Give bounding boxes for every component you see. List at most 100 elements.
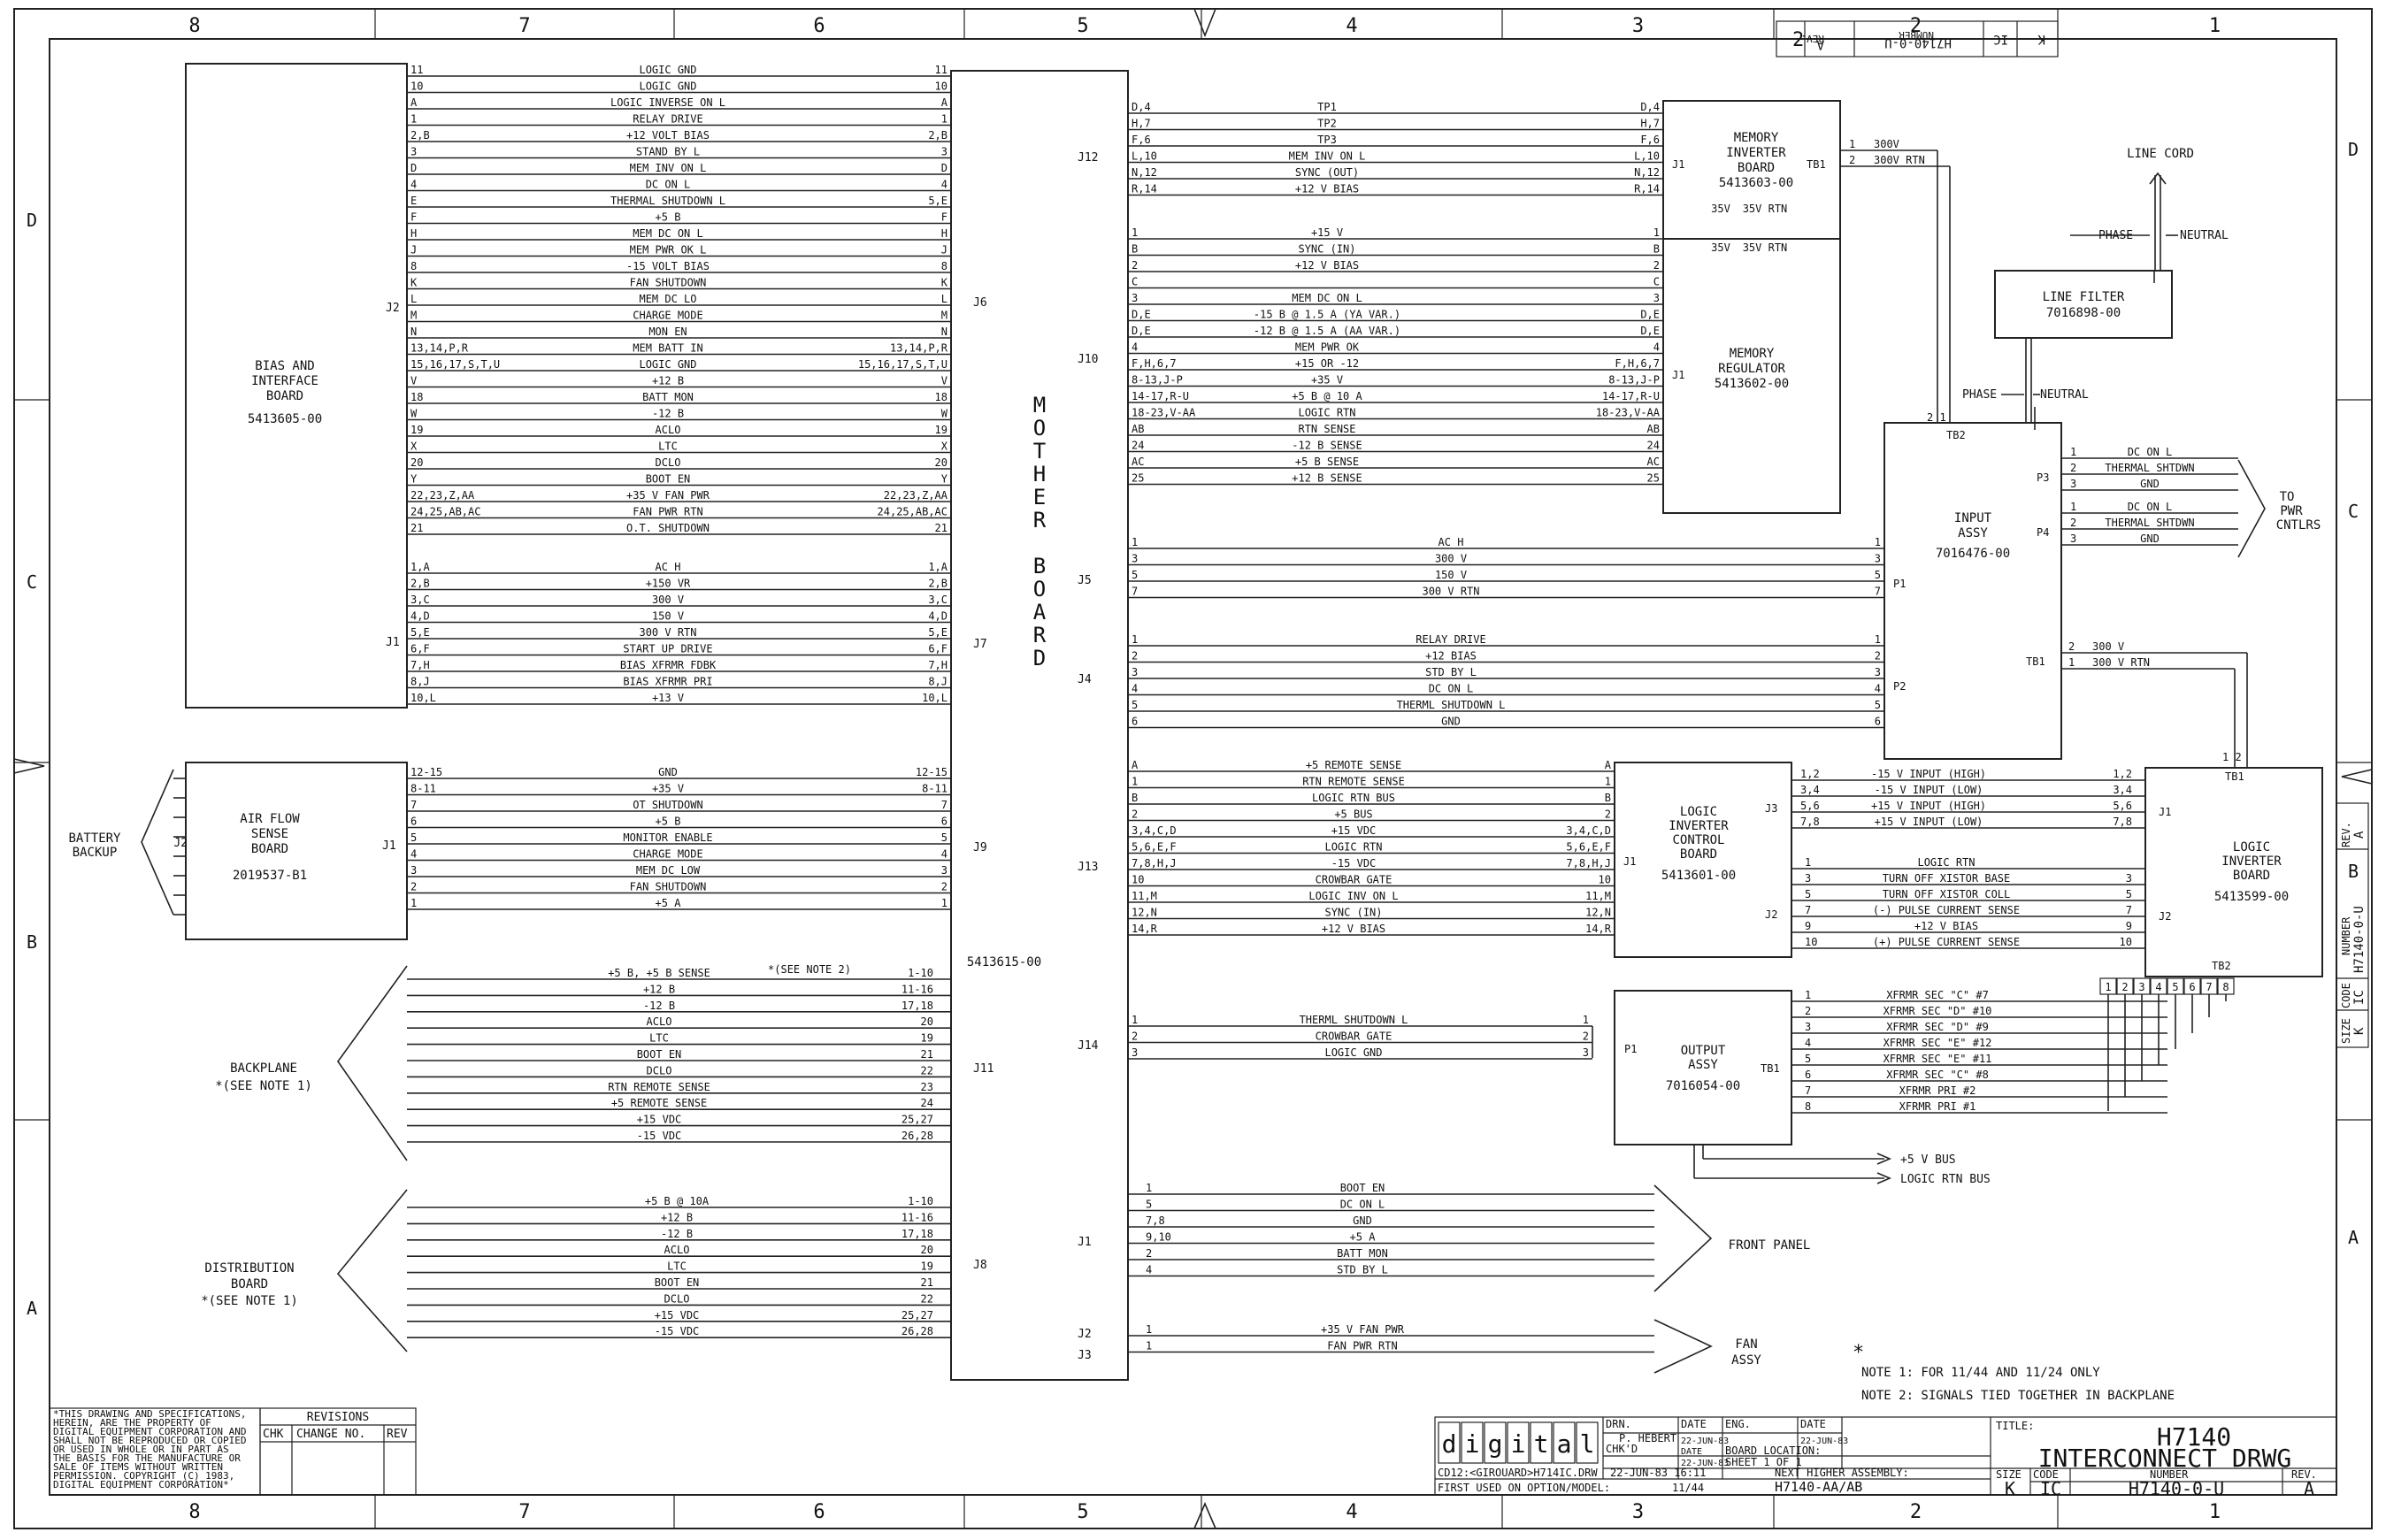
airflow-board-line: SENSE bbox=[251, 827, 288, 841]
bias-board-line: BIAS AND bbox=[255, 359, 314, 373]
signal-name: FAN PWR RTN bbox=[1327, 1340, 1397, 1352]
airflow-board-part: 2019537-B1 bbox=[233, 869, 307, 883]
file-date: 22-JUN-83 16:11 bbox=[1610, 1467, 1706, 1479]
signal-name: 35V bbox=[1711, 203, 1730, 215]
pin-number: 1 bbox=[941, 113, 947, 126]
signal-name: +5 REMOTE SENSE bbox=[1306, 759, 1401, 771]
pin-number: 1 bbox=[1875, 633, 1881, 646]
note-1: NOTE 1: FOR 11/44 AND 11/24 ONLY bbox=[1861, 1366, 2100, 1380]
pin-number: 3 bbox=[941, 864, 947, 877]
pin-number: 3 bbox=[1653, 292, 1660, 304]
drn-label: DRN. bbox=[1606, 1418, 1631, 1430]
signal-name: DC ON L bbox=[2128, 446, 2173, 458]
pin-number: Y bbox=[410, 473, 418, 486]
fan-bracket bbox=[1653, 1319, 1713, 1374]
signal-name: -15 VOLT BIAS bbox=[626, 260, 710, 272]
distribution-note: *(SEE NOTE 1) bbox=[201, 1294, 298, 1308]
bias-board-line: INTERFACE bbox=[251, 374, 318, 388]
pin-number: 10 bbox=[1805, 936, 1817, 948]
signal-name: -15 V INPUT (LOW) bbox=[1875, 784, 1983, 796]
signal-name: ACLO bbox=[664, 1244, 690, 1256]
connector-label: J11 bbox=[973, 1062, 994, 1076]
signal-name: GND bbox=[1441, 716, 1461, 728]
zone-side-label: B bbox=[27, 931, 37, 953]
revisions-label: REVISIONS bbox=[307, 1411, 369, 1424]
pin-number: 6,F bbox=[410, 643, 430, 655]
note-ref: *(SEE NOTE 2) bbox=[768, 963, 851, 976]
pin-number: 3,4 bbox=[2113, 784, 2132, 796]
pin-number: 7,8,H,J bbox=[1566, 857, 1611, 870]
meminv-line: MEMORY bbox=[1734, 131, 1779, 145]
signal-name: +5 B bbox=[656, 816, 681, 828]
signal-name: -15 V INPUT (HIGH) bbox=[1871, 768, 1986, 780]
pin-number: 1,2 bbox=[1800, 768, 1820, 780]
pin-number: 24 bbox=[1132, 440, 1144, 452]
top-number-value: H7140-0-U bbox=[1884, 35, 1952, 50]
signal-name: RTN SENSE bbox=[1298, 423, 1355, 435]
signal-name: +35 V FAN PWR bbox=[626, 489, 710, 502]
signal-name: BATT MON bbox=[642, 391, 694, 403]
pwr-label: TO bbox=[2280, 490, 2295, 504]
pin-number: 3,C bbox=[410, 594, 430, 606]
signal-name: ACLO bbox=[656, 424, 681, 436]
memreg-part: 5413602-00 bbox=[1715, 377, 1789, 391]
mother-board-letter: R bbox=[1033, 623, 1047, 647]
signal-name: MEM INV ON L bbox=[630, 162, 707, 174]
pin-number: 7 bbox=[1805, 1084, 1811, 1097]
connector-label: P4 bbox=[2037, 526, 2049, 539]
signal-name: LTC bbox=[658, 441, 678, 453]
signal-name: +12 V BIAS bbox=[1295, 183, 1359, 195]
pin-number: 12,N bbox=[1585, 907, 1611, 919]
signal-name: CROWBAR GATE bbox=[1316, 1030, 1392, 1043]
signal-name: -15 VDC bbox=[1331, 857, 1377, 870]
signal-name: THERMAL SHTDWN bbox=[2105, 517, 2194, 529]
pin-number: F,6 bbox=[1132, 134, 1151, 146]
pin-number: 19 bbox=[935, 424, 947, 436]
pin-number: D,4 bbox=[1132, 101, 1151, 113]
pin-number: 9,10 bbox=[1146, 1231, 1171, 1244]
logo-letter: d bbox=[1442, 1429, 1457, 1459]
pin-number: W bbox=[410, 408, 418, 420]
signal-name: THERML SHUTDOWN L bbox=[1397, 699, 1506, 711]
signal-name: BIAS XFRMR FDBK bbox=[620, 659, 717, 671]
pin-number: 24,25,AB,AC bbox=[410, 506, 480, 518]
signal-name: TP1 bbox=[1317, 101, 1337, 113]
signal-name: DCLO bbox=[664, 1292, 690, 1305]
signal-name: RELAY DRIVE bbox=[633, 113, 702, 126]
pin-number: 10 bbox=[1132, 874, 1144, 886]
logic-inverter-board bbox=[2144, 767, 2323, 977]
backplane-label: BACKPLANE bbox=[230, 1061, 297, 1076]
pin-number: 1 bbox=[1132, 776, 1138, 788]
pin-number: AC bbox=[1647, 456, 1660, 468]
pin-number: 2 bbox=[2121, 981, 2128, 993]
pin-number: 1 bbox=[1132, 1014, 1138, 1026]
lib-line: LOGIC bbox=[2233, 840, 2270, 854]
pin-number: 2 1 bbox=[1927, 411, 1946, 424]
pin-number: L,10 bbox=[1634, 150, 1660, 163]
number-value: H7140-0-U bbox=[2129, 1478, 2224, 1499]
logo-letter: i bbox=[1511, 1429, 1526, 1459]
signal-name: LOGIC RTN bbox=[1324, 841, 1382, 854]
pin-number: 5 bbox=[2126, 888, 2132, 900]
pin-number: 3 bbox=[1875, 666, 1881, 678]
pin-number: J bbox=[941, 244, 947, 257]
signal-name: ACLO bbox=[647, 1015, 672, 1028]
neutral-label: NEUTRAL bbox=[2040, 388, 2089, 402]
pin-number: 9 bbox=[2126, 920, 2132, 932]
pin-number: 5,E bbox=[928, 626, 947, 639]
signal-name: CHARGE MODE bbox=[633, 848, 702, 861]
logo-letter: t bbox=[1534, 1429, 1549, 1459]
pin-number: 5 bbox=[410, 831, 417, 844]
pin-number: 20 bbox=[410, 456, 423, 469]
output-line: OUTPUT bbox=[1681, 1044, 1726, 1058]
zone-bottom-label: 4 bbox=[1346, 1501, 1357, 1523]
connector-label: J1 bbox=[386, 636, 400, 649]
pin-number: 19 bbox=[410, 424, 423, 436]
pin-number: 11 bbox=[935, 64, 947, 76]
pin-number: 3,4,C,D bbox=[1132, 824, 1177, 837]
pin-number: 3 bbox=[410, 146, 417, 158]
connector-label: J8 bbox=[973, 1259, 987, 1272]
pin-number: 7 bbox=[410, 799, 417, 811]
